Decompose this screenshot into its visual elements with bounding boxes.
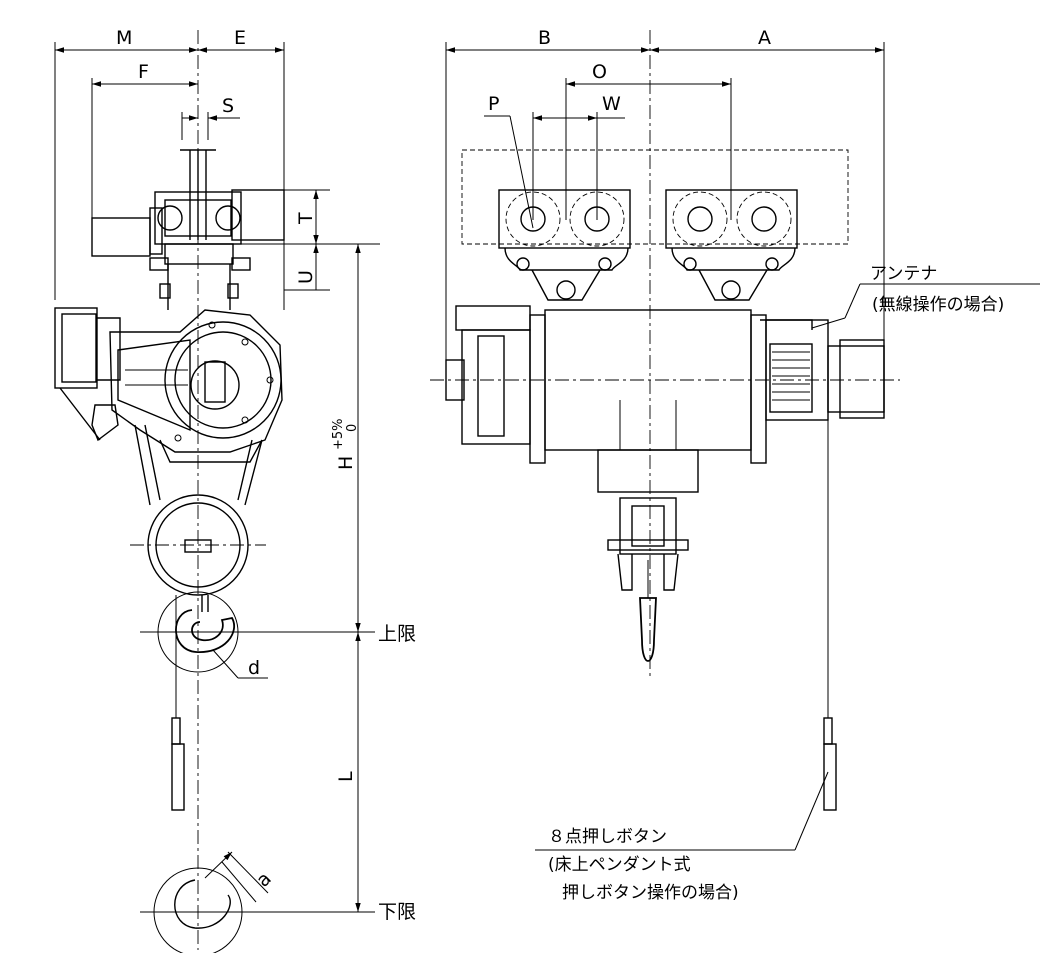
dim-label-l: L xyxy=(335,771,357,782)
dim-label-p: P xyxy=(488,93,499,115)
upper-limit-label: 上限 xyxy=(378,623,416,645)
dim-label-t: T xyxy=(295,212,317,225)
dim-label-u: U xyxy=(295,270,317,284)
dim-label-f: F xyxy=(138,61,149,83)
pendant-callout-note-2: 押しボタン操作の場合) xyxy=(562,883,739,903)
dim-label-a-front: A xyxy=(758,27,771,49)
dim-label-h: H xyxy=(335,456,357,470)
dim-label-e: E xyxy=(234,27,246,49)
dim-label-h-tol-zero: 0 xyxy=(345,424,360,432)
pendant-callout-title: ８点押しボタン xyxy=(548,827,667,847)
antenna-callout-note: (無線操作の場合) xyxy=(872,295,1004,315)
dim-label-d: d xyxy=(248,657,260,679)
dim-label-b: B xyxy=(538,27,551,49)
dim-label-w: W xyxy=(602,93,621,115)
side-view xyxy=(54,30,380,953)
dim-label-h-tol-plus: +5% xyxy=(331,418,346,450)
dim-label-m: M xyxy=(116,27,132,49)
front-view xyxy=(430,30,900,811)
dim-label-a: a xyxy=(252,868,276,892)
pendant-callout-note-1: (床上ペンダント式 xyxy=(548,855,691,875)
antenna-callout-title: アンテナ xyxy=(870,264,937,284)
lower-limit-label: 下限 xyxy=(378,901,416,923)
dim-label-s: S xyxy=(222,95,234,117)
dim-label-o: O xyxy=(592,61,607,83)
